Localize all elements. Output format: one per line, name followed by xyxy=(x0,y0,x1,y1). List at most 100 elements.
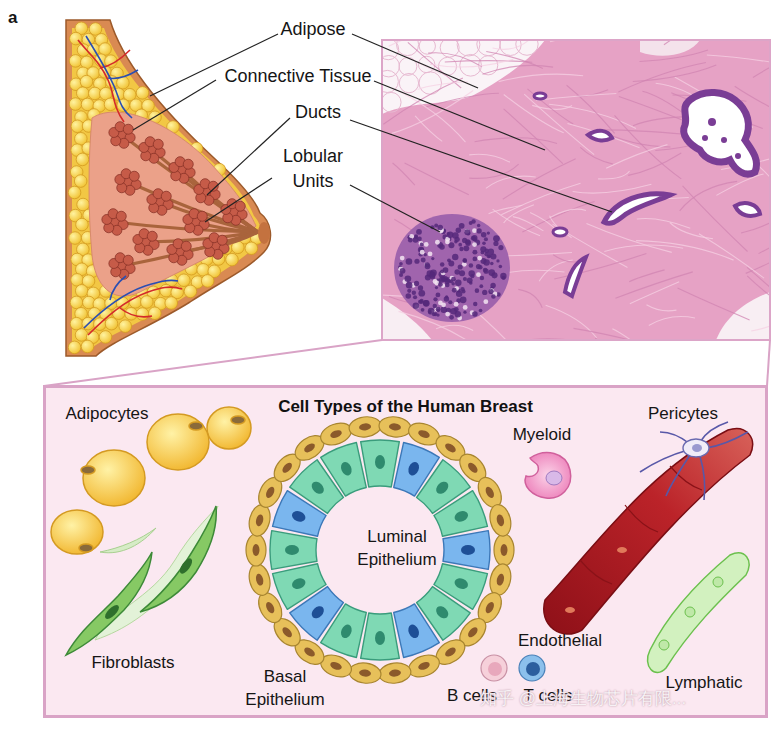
histology-image-part xyxy=(604,194,670,224)
collagen-fiber xyxy=(759,223,770,253)
lobule-nucleus xyxy=(423,300,430,307)
fat-globule xyxy=(149,307,162,320)
adipose-cell-wall xyxy=(419,40,435,54)
collagen-fiber xyxy=(646,305,676,311)
lobule-nucleus xyxy=(439,276,445,282)
collagen-fiber xyxy=(751,312,770,331)
collagen-fiber xyxy=(499,74,583,81)
lobule-nucleus xyxy=(470,274,474,278)
lobule-nucleus xyxy=(482,242,486,246)
luminal-cell-nucleus xyxy=(406,623,421,640)
collagen-fiber xyxy=(636,241,733,261)
adipocytes-drawing-part xyxy=(189,422,203,430)
collagen-fiber xyxy=(683,186,748,252)
basal-cell-nucleus xyxy=(255,573,265,586)
luminal-cell-nucleus xyxy=(375,631,385,645)
lobule-nucleus xyxy=(414,259,419,264)
adipocytes-drawing-part xyxy=(81,466,95,474)
fat-globule xyxy=(75,329,88,342)
collagen-fiber xyxy=(615,115,682,178)
lobule-nucleus xyxy=(435,240,440,245)
lobule-nucleus xyxy=(445,283,450,288)
lobule-nucleus xyxy=(425,263,431,269)
lobule-nucleus xyxy=(462,258,466,262)
myeloid-drawing-part xyxy=(546,471,562,485)
lobule-nucleus xyxy=(476,272,481,277)
fat-globule xyxy=(69,55,82,68)
basal-cell-nucleus xyxy=(359,423,372,431)
lobule-nucleus xyxy=(463,311,466,314)
lobule-nucleus xyxy=(480,246,486,252)
lobule-nucleus xyxy=(418,290,425,297)
fat-globule xyxy=(136,87,149,100)
lobule-nucleus xyxy=(489,288,494,293)
fat-globule xyxy=(99,331,112,344)
basal-cell-nucleus xyxy=(417,661,431,672)
leader-lines xyxy=(133,34,612,232)
collagen-fiber xyxy=(536,94,616,101)
fibroblasts-drawing-part xyxy=(178,556,195,575)
lobule-nucleus xyxy=(472,257,477,262)
pericytes-drawing-part xyxy=(580,560,612,584)
fat-globule xyxy=(165,297,178,310)
fat-globule xyxy=(245,242,258,255)
fat-globule xyxy=(76,87,89,100)
lobule-nucleus xyxy=(469,221,473,225)
lobule-nucleus xyxy=(465,240,471,246)
lobule-nucleus xyxy=(435,286,438,289)
collagen-fiber xyxy=(415,116,442,141)
collagen-fiber xyxy=(503,159,576,199)
lobule-nucleus xyxy=(454,237,459,242)
lobule-nucleus xyxy=(433,297,437,301)
lobule-nucleus xyxy=(449,279,453,283)
fat-globule xyxy=(141,296,154,309)
histology-image-part xyxy=(735,153,741,159)
basal-cell-nucleus xyxy=(444,646,458,659)
lobule-nucleus xyxy=(424,242,429,247)
adipose-cell-wall xyxy=(500,40,521,55)
collagen-fiber xyxy=(430,59,513,67)
anatomy-label: Lobular Units xyxy=(271,144,355,194)
lobule-nucleus xyxy=(490,283,495,288)
collagen-fiber xyxy=(604,130,685,134)
blood-vessels-part xyxy=(108,70,138,79)
lobule-nucleus xyxy=(449,315,454,320)
lobule-nucleus xyxy=(483,299,488,304)
lobule-nucleus xyxy=(472,235,478,241)
lobule-nucleus xyxy=(418,285,423,290)
breast-illustration-part xyxy=(89,112,256,296)
lobule-nucleus xyxy=(414,281,419,286)
lobule-nucleus xyxy=(441,306,447,312)
lobule-nucleus xyxy=(443,267,449,273)
duct-line xyxy=(216,232,258,246)
lobule-nucleus xyxy=(502,276,506,280)
lobule-nucleus xyxy=(419,241,424,246)
fat-globule xyxy=(76,153,89,166)
cell-type-label: Adipocytes xyxy=(52,404,162,424)
lobule-nucleus xyxy=(463,277,467,281)
lobule-nucleus xyxy=(491,294,496,299)
basal-cell-body xyxy=(494,534,514,566)
leader-lines-part xyxy=(350,120,612,212)
lobule-nucleus xyxy=(419,300,423,304)
lobule-nucleus xyxy=(479,284,483,288)
fat-globule xyxy=(74,175,87,188)
collagen-fiber xyxy=(707,55,770,63)
histology-image-part xyxy=(382,40,538,112)
lobule-nucleus xyxy=(499,265,503,269)
lobule-nucleus xyxy=(408,238,413,243)
lobule-nucleus xyxy=(456,291,463,298)
lymphatic-drawing-part xyxy=(713,577,723,587)
zoom-lines xyxy=(44,340,770,386)
cell-type-label: Myeloid xyxy=(497,425,587,445)
lobule-nucleus xyxy=(488,255,491,258)
collagen-fiber xyxy=(504,109,563,164)
basal-cell-nucleus xyxy=(359,669,372,677)
luminal-cell-nucleus xyxy=(453,576,470,591)
collagen-fiber xyxy=(639,50,708,62)
lobule-nucleus xyxy=(441,302,446,307)
basal-cell-nucleus xyxy=(281,461,294,475)
duct-line xyxy=(122,135,258,232)
basal-cell-nucleus xyxy=(389,423,402,431)
lobule-nucleus xyxy=(472,228,477,233)
